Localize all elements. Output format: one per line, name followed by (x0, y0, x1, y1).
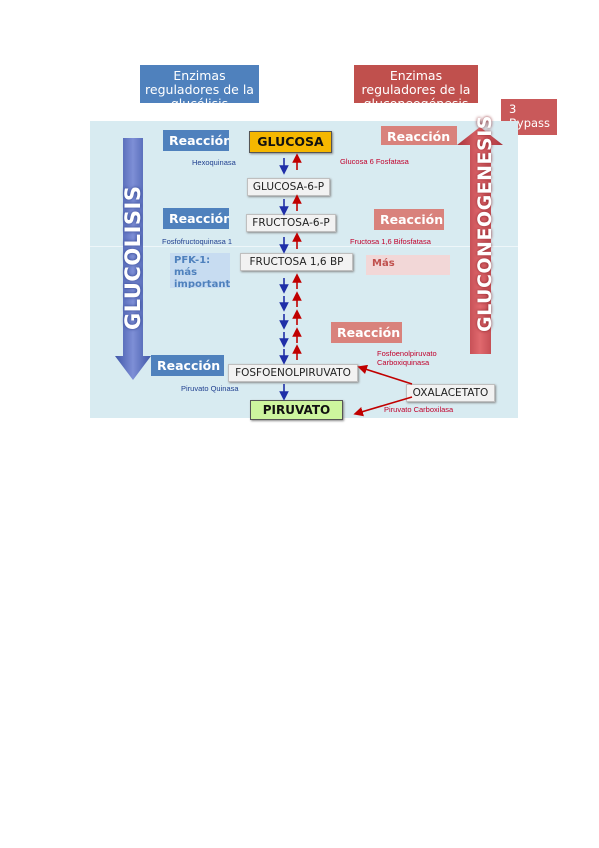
bypass-arrows (353, 364, 413, 417)
fructose-bisphosphatase-label: Fructosa 1,6 Bifosfatasa (350, 237, 431, 246)
mas-note: Más (366, 255, 450, 275)
pfk1-note-line-3: importante (174, 279, 230, 288)
pfk1-label: Fosfofructoquinasa 1 (162, 237, 233, 246)
pep-carboxykinase-line-2: Carboxiquinasa (377, 358, 430, 367)
gluconeogenesis-reaction-1: Reacción (381, 126, 457, 145)
glucose-6-phosphatase-label: Glucosa 6 Fosfatasa (340, 157, 409, 166)
glycolysis-reaction-1: Reacción 1 (163, 130, 229, 151)
step-arrows (279, 153, 413, 417)
glycolysis-enzymes-header-text: Enzimas reguladores de la glucólisis (145, 68, 254, 104)
glycolysis-enzymes-header: Enzimas reguladores de la glucólisis (140, 65, 259, 103)
gluconeogenesis-reaction-2: Reacción (374, 209, 444, 230)
pfk1-note-line-1: PFK-1: (174, 255, 211, 266)
pep-carboxykinase-label: Fosfoenolpiruvato Carboxiquinasa (377, 349, 437, 367)
gluconeogenesis-arrow (457, 127, 503, 354)
pyruvate-carboxylase-label: Piruvato Carboxilasa (384, 405, 454, 414)
pyruvate-box: PIRUVATO (250, 400, 343, 420)
fructose-6-phosphate-box: FRUCTOSA-6-P (246, 214, 336, 232)
fructose-1-6-bisphosphate-box: FRUCTOSA 1,6 BP (240, 253, 353, 271)
gluconeogenesis-reaction-3: Reacción (331, 322, 402, 343)
pfk1-note: PFK-1: más importante (170, 253, 230, 288)
hexokinase-label: Hexoquinasa (192, 158, 236, 167)
panel-divider (90, 246, 518, 247)
pfk1-note-line-2: más (174, 267, 198, 278)
oxaloacetate-box: OXALACETATO (406, 384, 495, 402)
bypass-tag-text: 3 Bypass (509, 102, 551, 130)
pathway-arrows (115, 127, 503, 380)
gluconeogenesis-enzymes-header-text: Enzimas reguladores de la gluconeogénesi… (361, 68, 471, 104)
phosphoenolpyruvate-box: FOSFOENOLPIRUVATO (228, 364, 358, 382)
glucose-box: GLUCOSA (249, 131, 332, 153)
glycolysis-reaction-10: Reacción 10 (151, 355, 224, 376)
gluconeogenesis-enzymes-header: Enzimas reguladores de la gluconeogénesi… (354, 65, 478, 103)
pyruvate-kinase-label: Piruvato Quinasa (181, 384, 239, 393)
glycolysis-reaction-3: Reacción 3 (163, 208, 229, 229)
glycolysis-arrow (115, 138, 151, 380)
pep-carboxykinase-line-1: Fosfoenolpiruvato (377, 349, 437, 358)
glucose-6-phosphate-box: GLUCOSA-6-P (247, 178, 330, 196)
